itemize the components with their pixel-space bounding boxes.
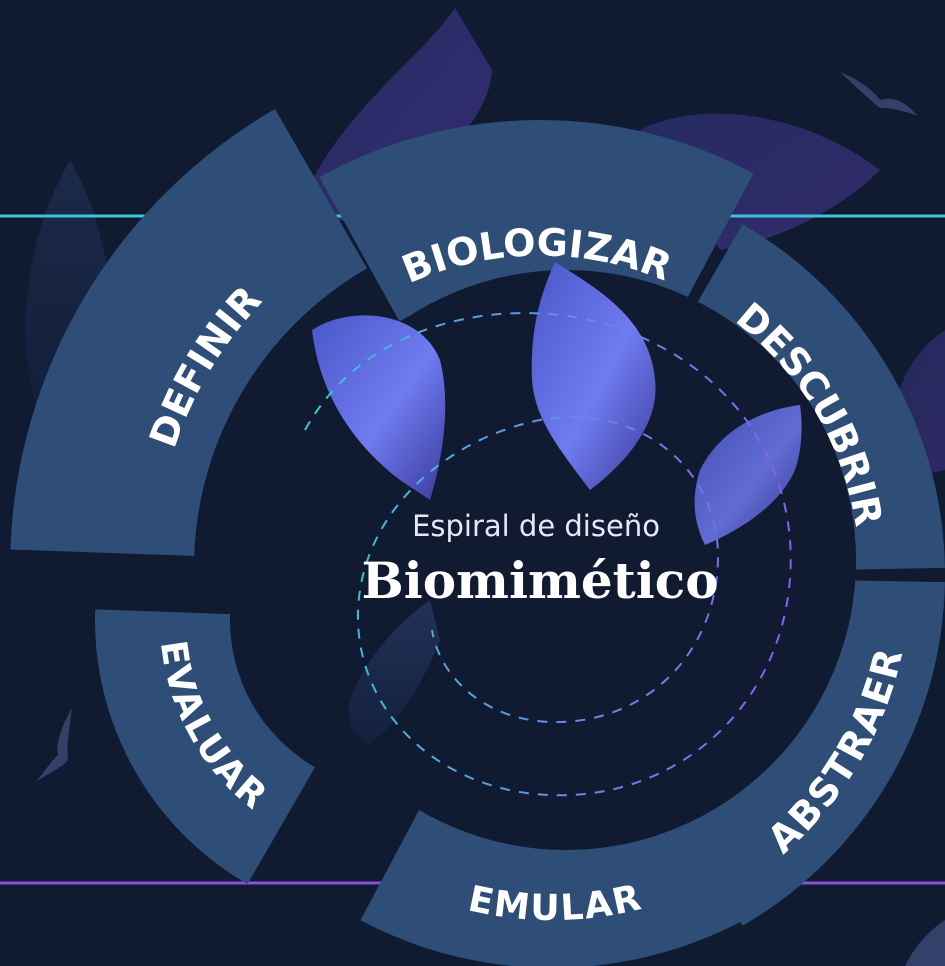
segment-descubrir <box>685 224 945 570</box>
segment-definir <box>10 109 367 556</box>
feather-icon <box>348 600 440 745</box>
feather-icon <box>694 405 802 545</box>
dashed-spiral <box>304 312 792 797</box>
center-feathers <box>312 262 802 745</box>
spiral-segments: BIOLOGIZARDESCUBRIRABSTRAEREMULAREVALUAR… <box>10 109 945 966</box>
feather-icon <box>531 262 656 490</box>
bird-icon <box>840 72 918 116</box>
feather-icon <box>312 315 446 500</box>
segment-abstraer <box>660 579 945 926</box>
bird-icon <box>36 708 72 782</box>
bird-icon <box>905 920 945 966</box>
segment-evaluar <box>95 609 316 885</box>
center-title: Biomimético <box>361 551 718 610</box>
center-subtitle: Espiral de diseño <box>412 509 660 543</box>
segment-biologizar <box>319 120 754 322</box>
